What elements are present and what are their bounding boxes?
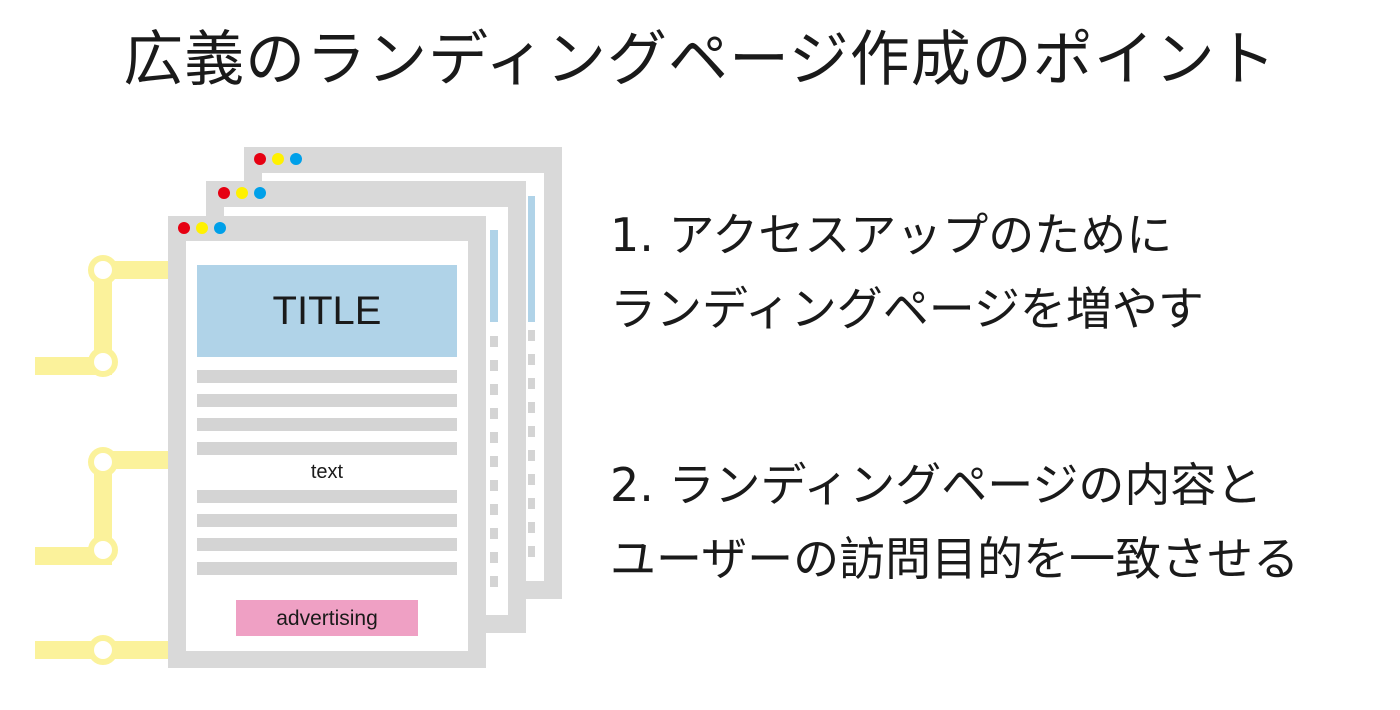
window-dot-blue bbox=[290, 153, 302, 165]
window-dot-red bbox=[178, 222, 190, 234]
connector-nodes bbox=[88, 255, 118, 665]
point-line: 1. アクセスアップのために bbox=[610, 208, 1173, 262]
window-dot-red bbox=[218, 187, 230, 199]
landing-page-diagram: TITLE text advertising bbox=[35, 147, 562, 668]
connector-top bbox=[35, 261, 170, 375]
window-dot-blue bbox=[254, 187, 266, 199]
window-dot-yellow bbox=[196, 222, 208, 234]
points-list: 1. アクセスアップのために ランディングページを増やす 2. ランディングペー… bbox=[610, 198, 1390, 596]
text-lines bbox=[197, 370, 457, 575]
window-dot-yellow bbox=[272, 153, 284, 165]
connector-node bbox=[88, 447, 118, 477]
point-line: 2. ランディングページの内容と bbox=[610, 458, 1263, 512]
title-block bbox=[197, 265, 457, 357]
page-title: 広義のランディングページ作成のポイント bbox=[123, 25, 1277, 95]
window-dot-yellow bbox=[236, 187, 248, 199]
browser-window-front: TITLE text advertising bbox=[168, 216, 486, 668]
point-item: 1. アクセスアップのために ランディングページを増やす bbox=[610, 198, 1390, 346]
connector-node bbox=[88, 347, 118, 377]
point-line: ユーザーの訪問目的を一致させる bbox=[610, 532, 1300, 586]
ad-label: advertising bbox=[276, 607, 378, 630]
text-label: text bbox=[311, 461, 344, 483]
point-line: ランディングページを増やす bbox=[610, 282, 1204, 336]
connector-node bbox=[88, 635, 118, 665]
point-item: 2. ランディングページの内容と ユーザーの訪問目的を一致させる bbox=[610, 448, 1390, 596]
connector-node bbox=[88, 255, 118, 285]
title-block-label: TITLE bbox=[273, 289, 382, 333]
window-dot-red bbox=[254, 153, 266, 165]
connector-node bbox=[88, 535, 118, 565]
connector-middle bbox=[35, 451, 170, 565]
ad-block bbox=[236, 600, 418, 636]
window-dot-blue bbox=[214, 222, 226, 234]
